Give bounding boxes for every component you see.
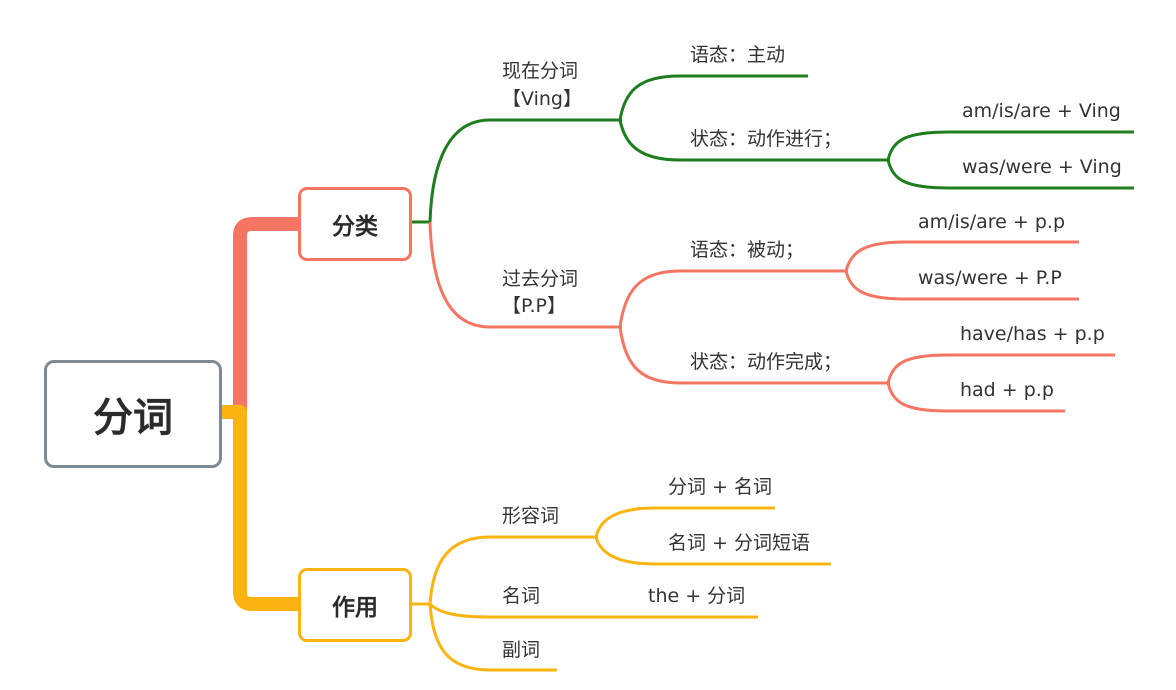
usage-adjective[interactable]: 形容词 <box>502 505 560 527</box>
edge-past-state <box>618 326 890 385</box>
edge-present <box>412 118 622 224</box>
adjective-form-1[interactable]: 分词 + 名词 <box>668 476 772 498</box>
edge-present-form2 <box>886 159 1134 190</box>
present-voice-label[interactable]: 语态：主动 <box>690 44 786 66</box>
edge-past-voice-form2 <box>844 270 1079 301</box>
edge-present-state <box>618 119 890 162</box>
usage-node[interactable]: 作用 <box>298 568 412 642</box>
past-participle-tag: 【P.P】 <box>502 295 566 317</box>
edge-present-voice <box>618 74 808 121</box>
present-participle-title[interactable]: 现在分词 <box>502 60 579 82</box>
classification-label: 分类 <box>332 214 378 240</box>
present-form-2[interactable]: was/were + Ving <box>962 156 1122 178</box>
present-state-label[interactable]: 状态：动作进行； <box>690 128 843 150</box>
edge-adjective-form1 <box>594 506 775 538</box>
past-state-label[interactable]: 状态：动作完成； <box>690 351 843 373</box>
edge-past-state-form1 <box>886 353 1115 384</box>
edge-noun <box>428 602 758 619</box>
past-voice-label[interactable]: 语态：被动； <box>690 239 805 261</box>
edge-past-voice-form1 <box>844 240 1079 272</box>
edge-past <box>428 221 622 329</box>
edge-adjective <box>412 535 598 606</box>
present-participle-tag: 【Ving】 <box>502 88 582 110</box>
present-form-1[interactable]: am/is/are + Ving <box>962 100 1121 122</box>
usage-noun[interactable]: 名词 <box>502 585 541 607</box>
trunk-classification <box>215 217 305 419</box>
root-label: 分词 <box>93 395 173 441</box>
edge-past-voice <box>618 269 848 328</box>
root-node[interactable]: 分词 <box>44 360 222 468</box>
edge-present-form1 <box>886 130 1134 161</box>
edge-adverb <box>428 603 557 672</box>
edge-past-state-form2 <box>886 382 1065 413</box>
past-voice-form-2[interactable]: was/were + P.P <box>918 267 1062 289</box>
past-voice-form-1[interactable]: am/is/are + p.p <box>918 211 1066 233</box>
past-state-form-1[interactable]: have/has + p.p <box>960 323 1105 345</box>
adjective-form-2[interactable]: 名词 + 分词短语 <box>668 532 810 554</box>
trunk-usage <box>215 405 305 611</box>
classification-node[interactable]: 分类 <box>298 187 412 261</box>
past-participle-title[interactable]: 过去分词 <box>502 268 579 290</box>
noun-form[interactable]: the + 分词 <box>648 585 746 607</box>
past-state-form-2[interactable]: had + p.p <box>960 379 1054 401</box>
usage-label: 作用 <box>332 595 378 621</box>
usage-adverb[interactable]: 副词 <box>502 639 541 661</box>
edge-adjective-form2 <box>594 536 831 566</box>
